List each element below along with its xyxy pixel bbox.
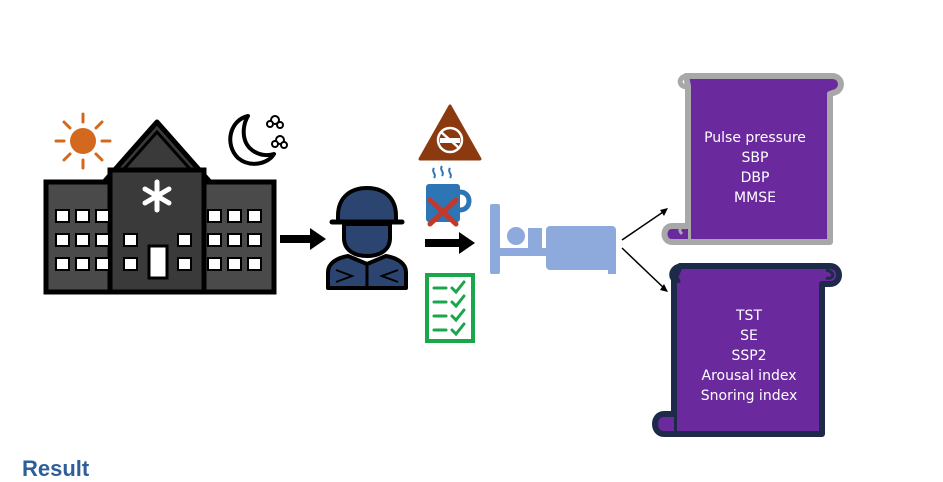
scroll-top-line: Pulse pressure <box>704 130 806 146</box>
sun-icon <box>54 112 112 170</box>
scroll-top-text: Pulse pressure SBP DBP MMSE <box>690 128 820 208</box>
checklist-icon <box>424 272 476 344</box>
scroll-bottom-line: Snoring index <box>700 388 798 404</box>
soldier-icon <box>322 184 412 292</box>
moon-stars-icon <box>218 110 290 172</box>
arrow-right-icon <box>425 230 477 256</box>
scroll-top-line: SBP <box>741 150 769 166</box>
scroll-top-line: MMSE <box>734 190 776 206</box>
scroll-bottom-line: SE <box>740 328 758 344</box>
scroll-bottom-line: Arousal index <box>701 368 797 384</box>
scroll-top <box>660 66 850 256</box>
hospital-building-icon <box>42 118 278 296</box>
results-heading: Result <box>22 456 90 481</box>
arrow-right-icon <box>280 226 328 252</box>
scroll-bottom-line: SSP2 <box>731 348 767 364</box>
scroll-top-line: DBP <box>740 170 770 186</box>
diverging-arrows <box>618 204 674 300</box>
bed-icon <box>488 200 620 276</box>
scroll-bottom-line: TST <box>736 308 762 324</box>
scroll-bottom-text: TST SE SSP2 Arousal index Snoring index <box>684 306 814 406</box>
no-coffee-icon <box>422 164 474 228</box>
no-smoking-icon <box>418 104 482 162</box>
scroll-bottom <box>650 258 846 442</box>
